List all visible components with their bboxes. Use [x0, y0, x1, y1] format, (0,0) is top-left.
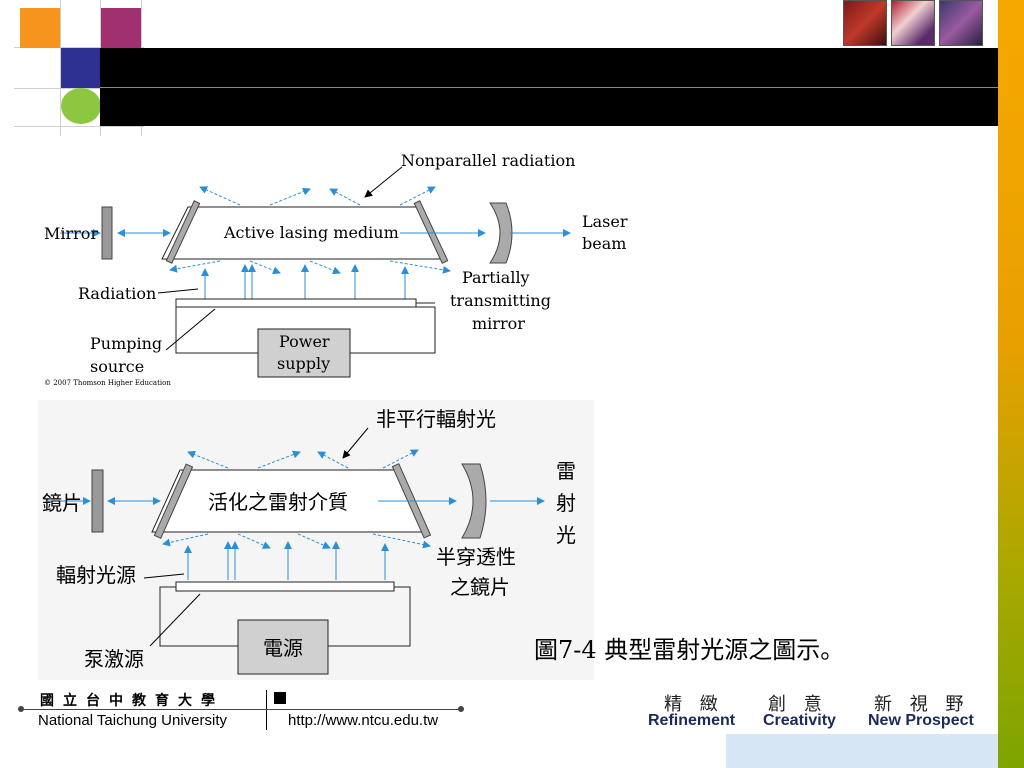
slogan-creativity-en: Creativity — [763, 712, 836, 729]
footer-square-icon — [274, 692, 286, 704]
svg-text:Partially: Partially — [462, 268, 530, 287]
slogan-creativity-cn: 創 意 — [768, 694, 828, 715]
svg-text:泵激源: 泵激源 — [84, 647, 144, 671]
svg-text:之鏡片: 之鏡片 — [450, 575, 510, 599]
photo-thumbnail-2 — [891, 0, 935, 46]
svg-text:射: 射 — [556, 491, 576, 515]
university-name-en: National Taichung University — [38, 712, 227, 729]
svg-text:鏡片: 鏡片 — [42, 491, 82, 515]
svg-text:半穿透性: 半穿透性 — [436, 545, 516, 569]
svg-text:Active lasing medium: Active lasing medium — [223, 223, 399, 242]
svg-text:活化之雷射介質: 活化之雷射介質 — [208, 490, 348, 514]
footer-rule — [20, 709, 462, 710]
footer-dot-right — [458, 706, 464, 712]
svg-text:Radiation: Radiation — [78, 284, 156, 303]
laser-diagram-chinese: 非平行輻射光 鏡片 活化之雷射介質 雷 射 光 半穿透性 之鏡片 輻射光源 泵激… — [38, 400, 594, 680]
university-name-cn: 國立台中教育大學 — [40, 693, 224, 709]
pumping-source — [175, 298, 417, 308]
left-mirror-cn — [91, 469, 104, 533]
partial-mirror — [489, 202, 513, 264]
svg-text:source: source — [90, 357, 144, 376]
figure-caption: 圖7-4 典型雷射光源之圖示。 — [534, 636, 845, 664]
footer-dot-left — [18, 706, 24, 712]
green-circle — [61, 88, 101, 124]
svg-text:mirror: mirror — [472, 314, 525, 333]
svg-text:Mirror: Mirror — [44, 224, 98, 243]
svg-text:supply: supply — [277, 354, 330, 373]
magenta-square — [101, 8, 141, 48]
svg-text:電源: 電源 — [263, 636, 303, 660]
svg-text:Power: Power — [279, 332, 330, 351]
pumping-source-cn — [175, 581, 395, 592]
slogan-prospect-en: New Prospect — [868, 712, 974, 729]
svg-text:非平行輻射光: 非平行輻射光 — [376, 407, 496, 431]
svg-text:光: 光 — [556, 523, 576, 547]
blue-square — [61, 48, 101, 88]
right-accent-stripe — [998, 0, 1024, 768]
power-supply-box-cn — [237, 619, 329, 675]
power-supply-box — [257, 328, 351, 378]
laser-diagram-english: Nonparallel radiation Mirror Active lasi… — [44, 151, 628, 387]
svg-text:雷: 雷 — [556, 459, 576, 483]
svg-text:Pumping: Pumping — [90, 334, 162, 353]
footer-accent-block — [726, 734, 998, 768]
footer-divider — [266, 690, 267, 730]
slogan-refinement-en: Refinement — [648, 712, 736, 729]
slogan-refinement-cn: 精 緻 — [664, 694, 724, 715]
svg-text:beam: beam — [582, 234, 626, 253]
svg-text:Laser: Laser — [582, 212, 628, 231]
svg-text:transmitting: transmitting — [450, 291, 551, 310]
photo-thumbnail-3 — [939, 0, 983, 46]
svg-text:輻射光源: 輻射光源 — [56, 563, 136, 587]
svg-text:© 2007 Thomson Higher Educatio: © 2007 Thomson Higher Education — [44, 379, 171, 387]
svg-text:Nonparallel radiation: Nonparallel radiation — [401, 151, 575, 170]
photo-thumbnail-1 — [843, 0, 887, 46]
left-mirror — [101, 206, 113, 260]
partial-mirror-cn — [461, 463, 487, 539]
slogan-prospect-cn: 新 視 野 — [874, 694, 970, 715]
header-divider — [100, 87, 998, 88]
orange-square — [20, 8, 60, 48]
university-url-link[interactable]: http://www.ntcu.edu.tw — [288, 712, 439, 729]
